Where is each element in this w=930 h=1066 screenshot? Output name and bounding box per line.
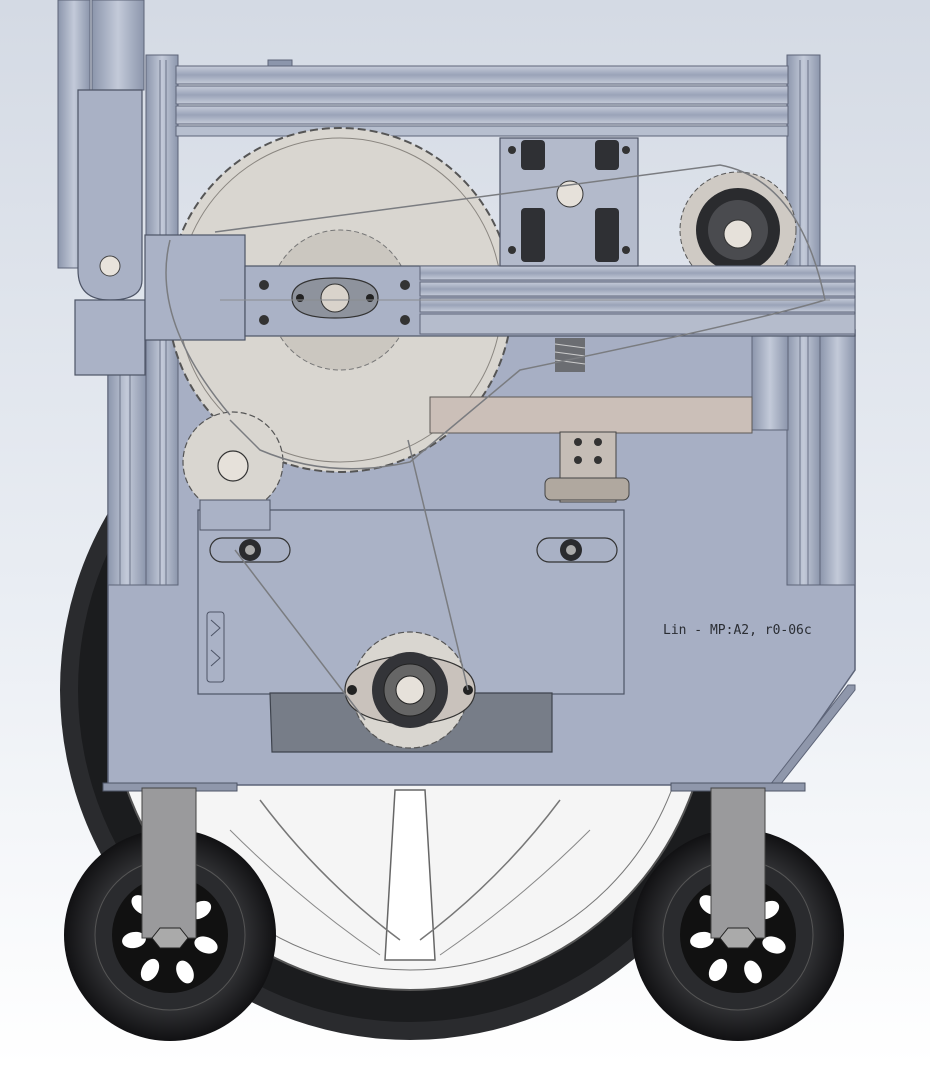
slide-plate[interactable] (429, 396, 753, 434)
hinge-bracket[interactable] (544, 431, 630, 503)
top-frame-rails[interactable] (175, 59, 789, 137)
pivot-arm[interactable] (74, 89, 146, 376)
idler-sprocket-right-icon[interactable] (679, 171, 797, 289)
drive-sprocket-icon[interactable] (344, 631, 476, 749)
chain-tensioner[interactable] (499, 137, 639, 267)
bearing-icon[interactable] (291, 277, 379, 319)
caster-wheel-right-icon[interactable] (632, 787, 844, 1041)
slot-adjuster-right[interactable] (536, 537, 618, 563)
spring-icon[interactable] (554, 338, 586, 372)
chain (165, 164, 830, 721)
caster-wheel-icon[interactable] (64, 787, 276, 1041)
part-label: Lin - MP:A2, r0-06c (663, 623, 812, 638)
idler-sprocket-icon[interactable] (182, 411, 284, 531)
slot-adjuster-left[interactable] (209, 537, 291, 563)
